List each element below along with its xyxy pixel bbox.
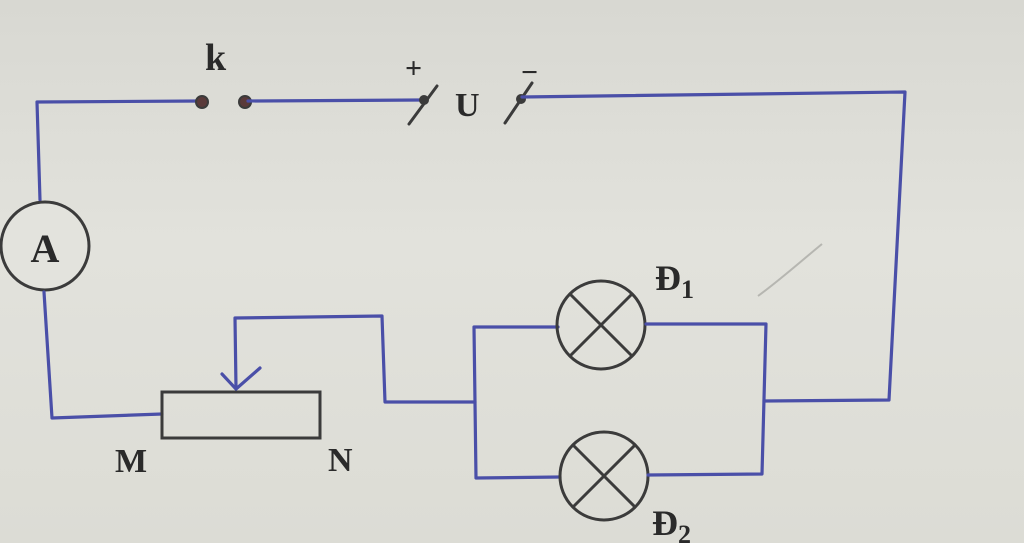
wire-switch-to-source [246,98,422,103]
positive-terminal-stroke [407,84,439,126]
lamp-2-label: Đ2 [652,503,691,543]
wire-parallel-right [644,322,768,477]
lamp-1-label: Đ1 [655,258,694,304]
negative-terminal-stroke [503,81,534,125]
pencil-mark [757,243,823,297]
wire-parallel-left [472,325,562,480]
wire-left-bottom [42,290,164,420]
wire-top-left [35,99,202,202]
plus-sign: + [405,52,422,85]
wire-slider [233,314,477,404]
ammeter [0,200,91,292]
minus-sign: − [521,56,538,89]
ammeter-label: A [31,226,60,271]
switch-label: k [205,37,227,79]
switch-contact-left [195,95,209,109]
source-label: U [455,87,480,124]
rheostat-left-label: M [115,443,147,480]
rheostat [160,390,322,440]
lamp-2-cross-b [571,443,637,509]
rheostat-right-label: N [328,442,353,479]
lamp-1-cross-b [568,292,634,358]
slider-arrow-icon [220,366,262,391]
wire-top-right [520,90,907,403]
